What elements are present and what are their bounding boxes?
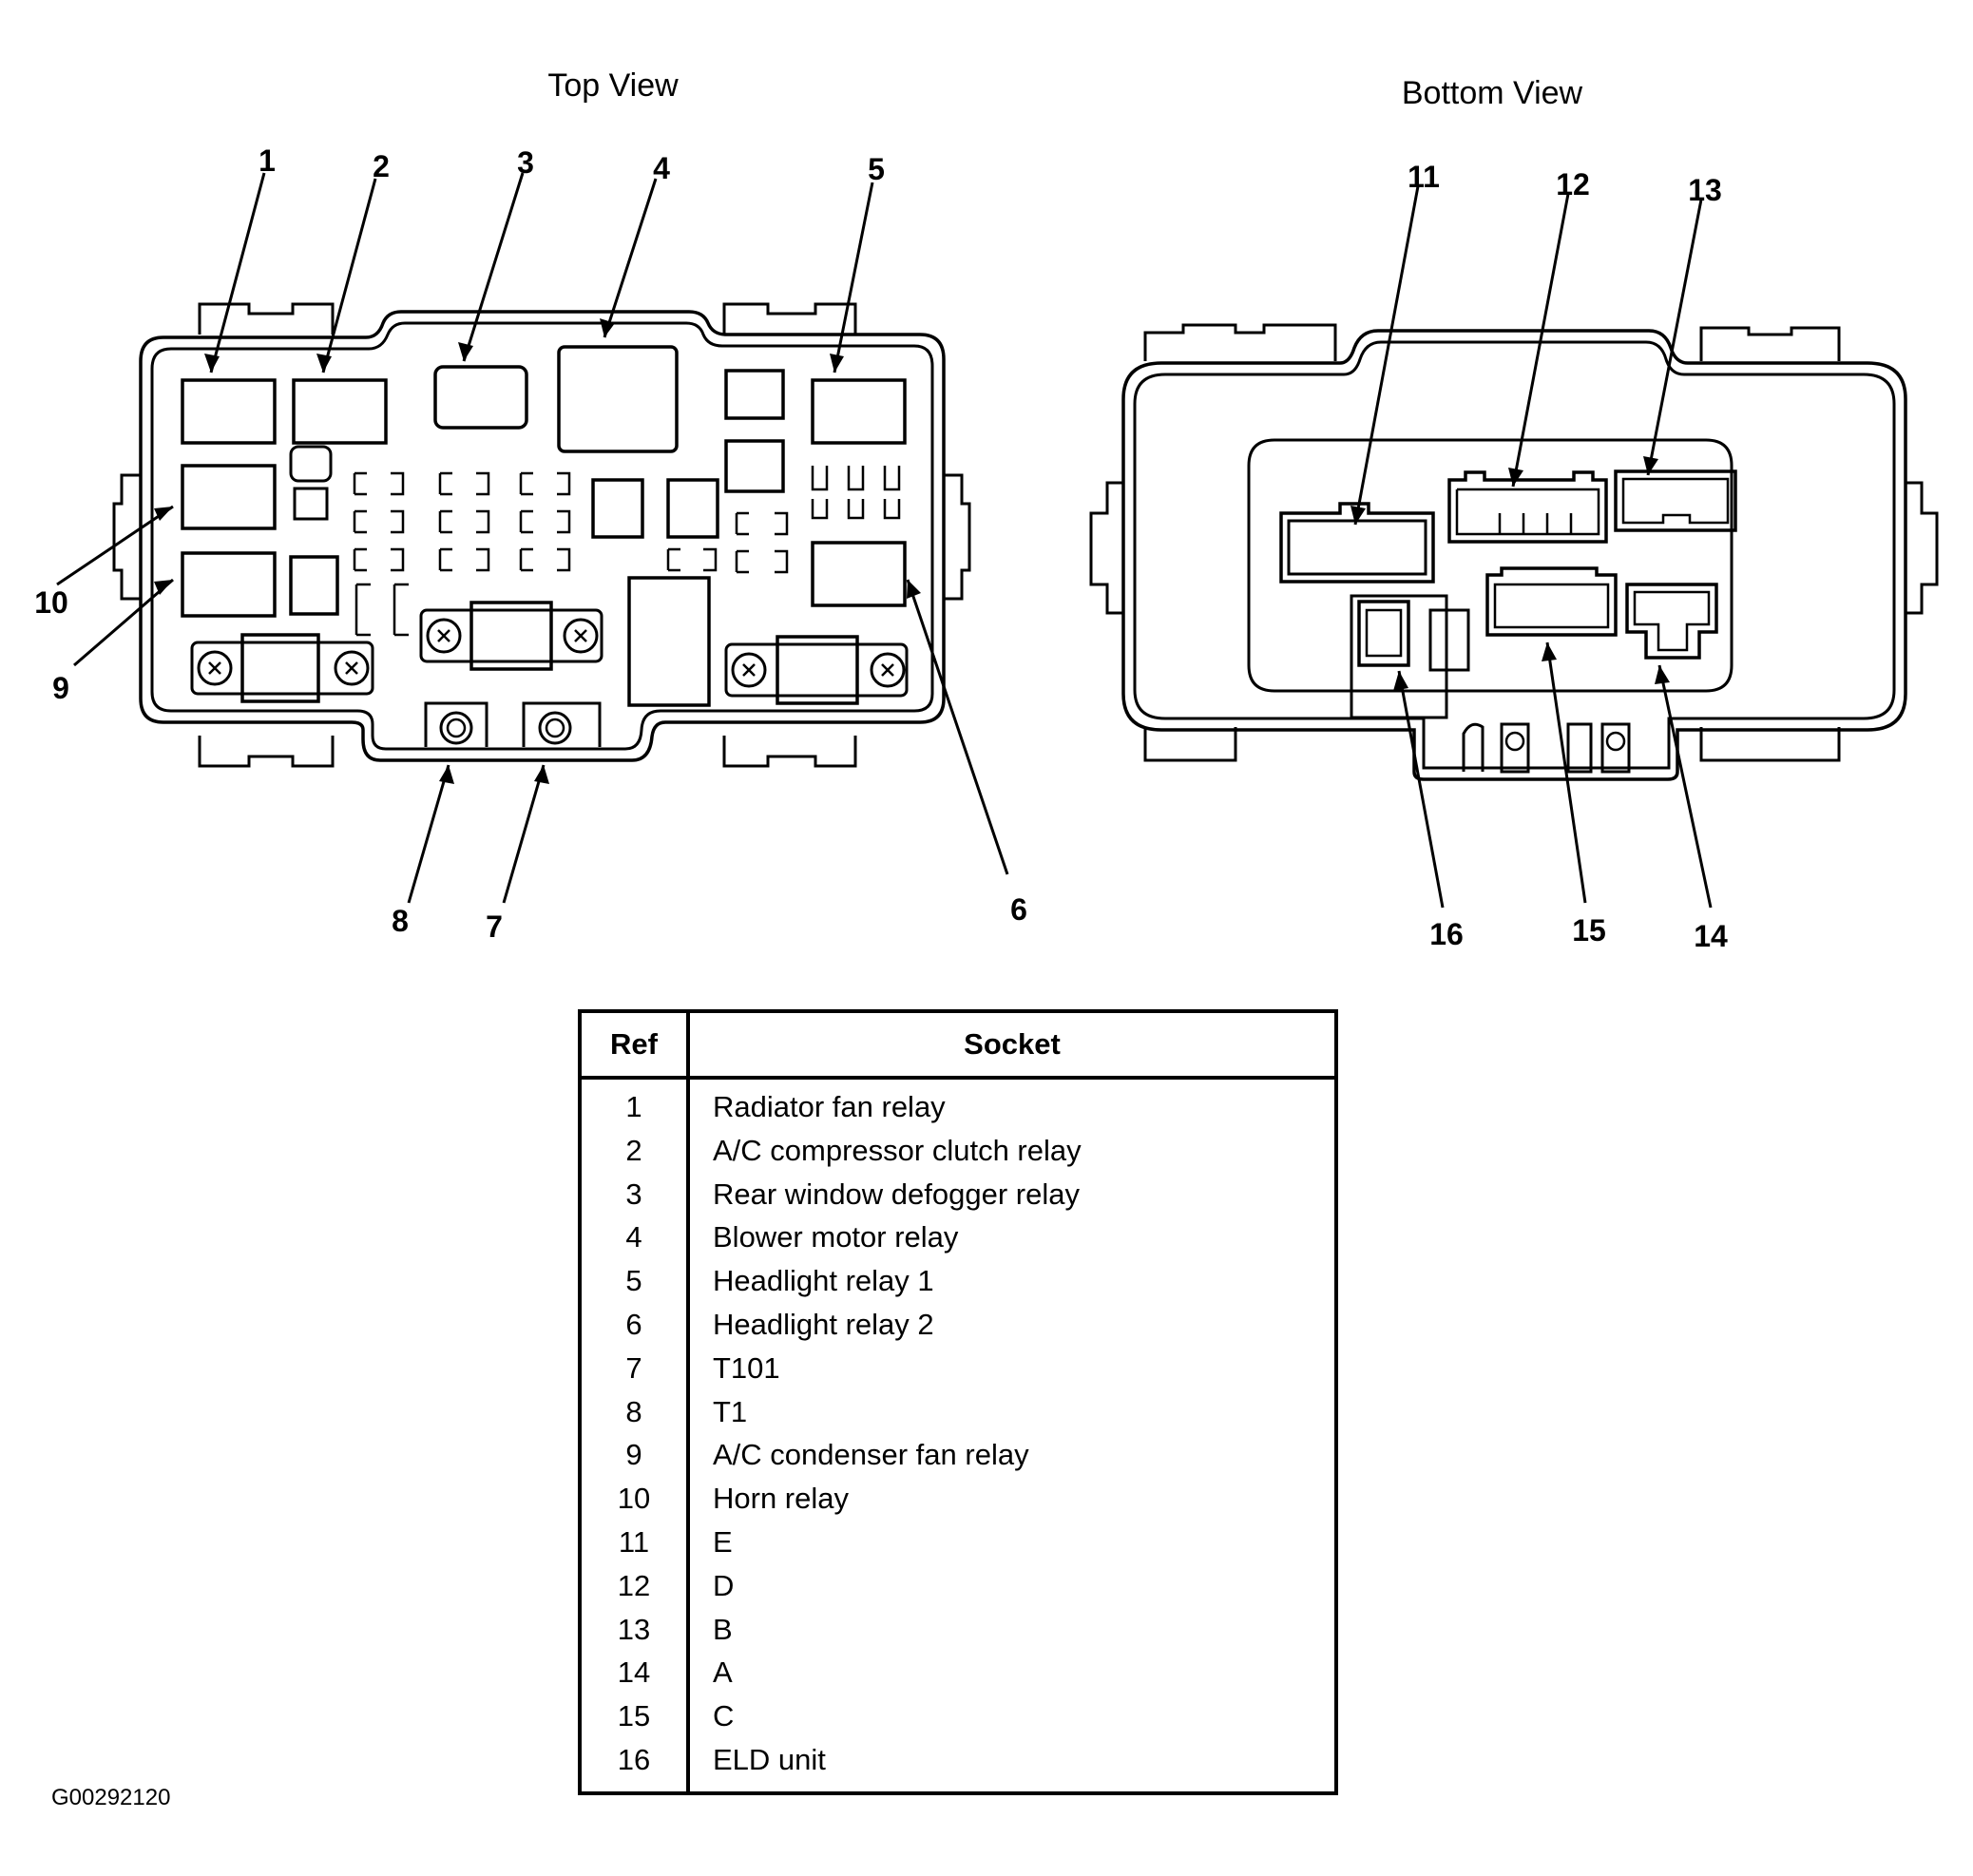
figure-code: G00292120 xyxy=(51,1785,171,1810)
callout-1: 1 xyxy=(259,144,276,178)
ref-cell: 4 xyxy=(580,1216,690,1260)
socket-cell: D xyxy=(713,1568,735,1602)
ref-cell: 1 xyxy=(580,1078,690,1129)
ref-cell: 10 xyxy=(580,1477,690,1521)
socket-cell: Headlight relay 2 xyxy=(713,1307,934,1341)
table-row: 6 Headlight relay 2 xyxy=(580,1302,1336,1347)
table-row: 10 Horn relay xyxy=(580,1477,1336,1521)
table-row: 13 B xyxy=(580,1607,1336,1652)
callout-8: 8 xyxy=(392,904,409,938)
table-row: 5 Headlight relay 1 xyxy=(580,1259,1336,1303)
table-row: 2 A/C compressor clutch relay xyxy=(580,1128,1336,1173)
callout-12: 12 xyxy=(1556,167,1590,201)
callout-leaders xyxy=(56,172,1713,909)
socket-legend-table: Ref Socket 1 Radiator fan relay 2 A/C compr… xyxy=(578,1009,1338,1795)
socket-cell: T101 xyxy=(713,1350,780,1385)
table-row: 12 D xyxy=(580,1563,1336,1608)
ref-column-header: Ref xyxy=(580,1011,690,1080)
socket-cell: A xyxy=(713,1656,733,1690)
socket-cell: Radiator fan relay xyxy=(713,1090,946,1123)
ref-cell: 13 xyxy=(580,1607,690,1652)
socket-cell: Blower motor relay xyxy=(713,1220,959,1254)
ref-cell: 12 xyxy=(580,1563,690,1608)
table-row: 16 ELD unit xyxy=(580,1737,1336,1793)
top-view-housing xyxy=(112,302,971,768)
table-body: 1 Radiator fan relay 2 A/C compressor clutc… xyxy=(580,1078,1336,1793)
socket-cell: C xyxy=(713,1699,735,1733)
socket-cell: B xyxy=(713,1612,733,1646)
callout-11: 11 xyxy=(1408,160,1440,194)
socket-cell: Headlight relay 1 xyxy=(713,1264,934,1298)
callout-13: 13 xyxy=(1688,173,1722,207)
socket-cell: ELD unit xyxy=(713,1742,826,1776)
table-row: 4 Blower motor relay xyxy=(580,1216,1336,1260)
callout-5: 5 xyxy=(868,152,885,186)
ref-cell: 5 xyxy=(580,1259,690,1303)
ref-cell: 11 xyxy=(580,1520,690,1564)
ref-cell: 16 xyxy=(580,1737,690,1793)
callout-15: 15 xyxy=(1572,913,1606,948)
callout-6: 6 xyxy=(1010,892,1027,927)
socket-cell: Horn relay xyxy=(713,1482,849,1516)
socket-cell: A/C condenser fan relay xyxy=(713,1438,1029,1472)
ref-cell: 9 xyxy=(580,1433,690,1478)
table-row: 9 A/C condenser fan relay xyxy=(580,1433,1336,1478)
ref-cell: 14 xyxy=(580,1651,690,1695)
callout-7: 7 xyxy=(486,909,503,944)
bottom-view-housing xyxy=(1089,323,1939,781)
callout-14: 14 xyxy=(1694,919,1728,953)
table-row: 15 C xyxy=(580,1694,1336,1738)
fuse-box-diagram: Top View Bottom View xyxy=(34,67,1939,953)
bottom-view-title: Bottom View xyxy=(1402,75,1583,111)
callout-10: 10 xyxy=(34,585,68,620)
table-header-row: Ref Socket xyxy=(580,1011,1336,1080)
ref-cell: 3 xyxy=(580,1172,690,1216)
socket-cell: E xyxy=(713,1524,733,1559)
table-row: 8 T1 xyxy=(580,1389,1336,1434)
callout-9: 9 xyxy=(52,671,69,705)
socket-cell: Rear window defogger relay xyxy=(713,1177,1080,1211)
callout-2: 2 xyxy=(373,149,390,183)
table-row: 7 T101 xyxy=(580,1346,1336,1390)
socket-cell: T1 xyxy=(713,1394,748,1428)
socket-column-header: Socket xyxy=(688,1011,1336,1080)
ref-cell: 8 xyxy=(580,1389,690,1434)
table-row: 3 Rear window defogger relay xyxy=(580,1172,1336,1216)
ref-cell: 15 xyxy=(580,1694,690,1738)
ref-cell: 7 xyxy=(580,1346,690,1390)
table-row: 1 Radiator fan relay xyxy=(580,1078,1336,1129)
callout-16: 16 xyxy=(1429,917,1464,951)
top-view-title: Top View xyxy=(547,67,679,104)
ref-cell: 2 xyxy=(580,1128,690,1173)
callout-numbers: 1 2 3 4 5 6 7 8 9 10 11 12 13 14 15 16 xyxy=(34,144,1728,953)
table-row: 14 A xyxy=(580,1651,1336,1695)
callout-4: 4 xyxy=(653,151,670,185)
table-row: 11 E xyxy=(580,1520,1336,1564)
socket-cell: A/C compressor clutch relay xyxy=(713,1133,1082,1167)
callout-3: 3 xyxy=(517,145,534,180)
ref-cell: 6 xyxy=(580,1302,690,1347)
